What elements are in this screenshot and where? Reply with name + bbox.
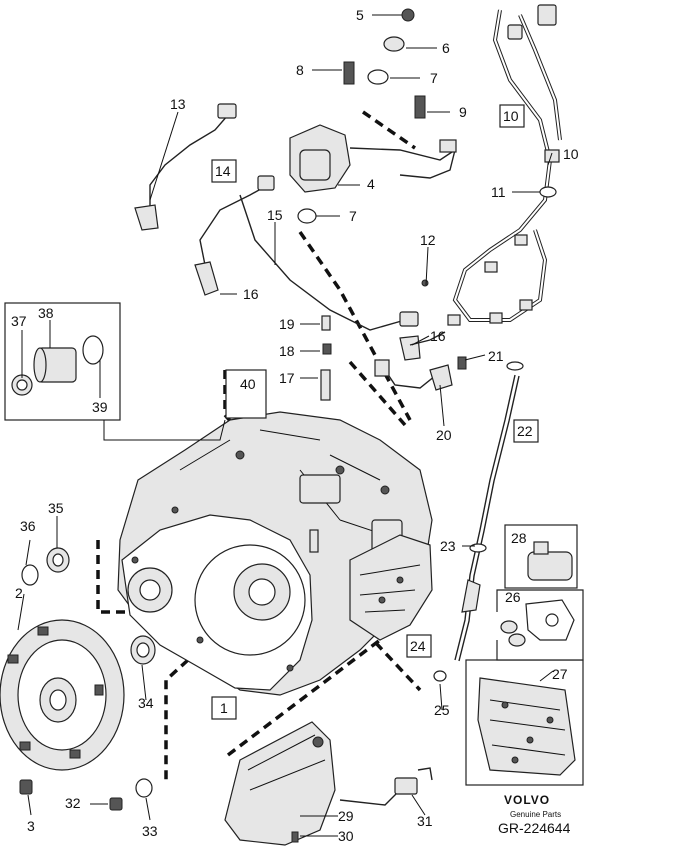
callout-21: 21 <box>488 348 504 364</box>
callout-8: 8 <box>296 62 304 78</box>
box-label-24: 24 <box>410 638 426 654</box>
pressure-sensors <box>320 315 467 401</box>
bottom-connector <box>339 767 433 806</box>
callout-23: 23 <box>440 538 456 554</box>
callout-30: 30 <box>338 828 354 844</box>
callout-2: 2 <box>15 585 23 601</box>
callout-5: 5 <box>356 7 364 23</box>
callout-37: 37 <box>11 313 27 329</box>
callout-33: 33 <box>142 823 158 839</box>
callout-10-right: 10 <box>563 146 579 162</box>
callout-19: 19 <box>279 316 295 332</box>
callout-labels: 5 6 8 7 9 13 4 7 15 16 19 18 17 12 16 21… <box>11 7 579 844</box>
callout-11: 11 <box>491 184 506 200</box>
callout-7-upper: 7 <box>430 70 438 86</box>
gasket-inset <box>496 589 584 661</box>
callout-35: 35 <box>48 500 64 516</box>
callout-17: 17 <box>279 370 295 386</box>
solenoid-inset <box>504 524 578 589</box>
transmission-housing <box>117 411 433 696</box>
leader-lines <box>17 14 554 837</box>
boxed-labels: 10 14 22 24 1 40 <box>211 104 539 720</box>
callout-28: 28 <box>511 530 527 546</box>
oil-pan <box>224 721 336 846</box>
box-label-22: 22 <box>517 423 533 439</box>
callout-32: 32 <box>65 795 81 811</box>
callout-31: 31 <box>417 813 433 829</box>
callout-39: 39 <box>92 399 108 415</box>
brand-subtitle: Genuine Parts <box>510 810 561 819</box>
callout-18: 18 <box>279 343 295 359</box>
brand-block: VOLVO Genuine Parts GR-224644 <box>498 793 571 836</box>
callout-15: 15 <box>267 207 283 223</box>
valve-body <box>465 659 584 786</box>
callout-16-left: 16 <box>243 286 259 302</box>
callout-12: 12 <box>420 232 436 248</box>
callout-16-right: 16 <box>430 328 446 344</box>
reference-number: GR-224644 <box>498 820 571 836</box>
callout-9: 9 <box>459 104 467 120</box>
callout-26: 26 <box>505 589 521 605</box>
box-label-14: 14 <box>215 163 231 179</box>
dipstick-tube <box>433 361 524 682</box>
callout-7-lower: 7 <box>349 208 357 224</box>
callout-6: 6 <box>442 40 450 56</box>
wiring-harness <box>421 4 562 326</box>
callout-29: 29 <box>338 808 354 824</box>
callout-25: 25 <box>434 702 450 718</box>
seal-inset <box>4 302 121 421</box>
speed-sensors-wiring <box>134 103 419 331</box>
selector-switch-wiring <box>289 8 457 224</box>
callout-38: 38 <box>38 305 54 321</box>
box-label-40: 40 <box>240 376 256 392</box>
callout-27: 27 <box>552 666 568 682</box>
callout-4: 4 <box>367 176 375 192</box>
box-label-1: 1 <box>220 700 228 716</box>
box-label-10: 10 <box>503 108 519 124</box>
callout-36: 36 <box>20 518 36 534</box>
callout-3: 3 <box>27 818 35 834</box>
torque-converter <box>0 619 125 771</box>
callout-20: 20 <box>436 427 452 443</box>
callout-34: 34 <box>138 695 154 711</box>
callout-13: 13 <box>170 96 186 112</box>
brand-logo-text: VOLVO <box>504 793 550 807</box>
